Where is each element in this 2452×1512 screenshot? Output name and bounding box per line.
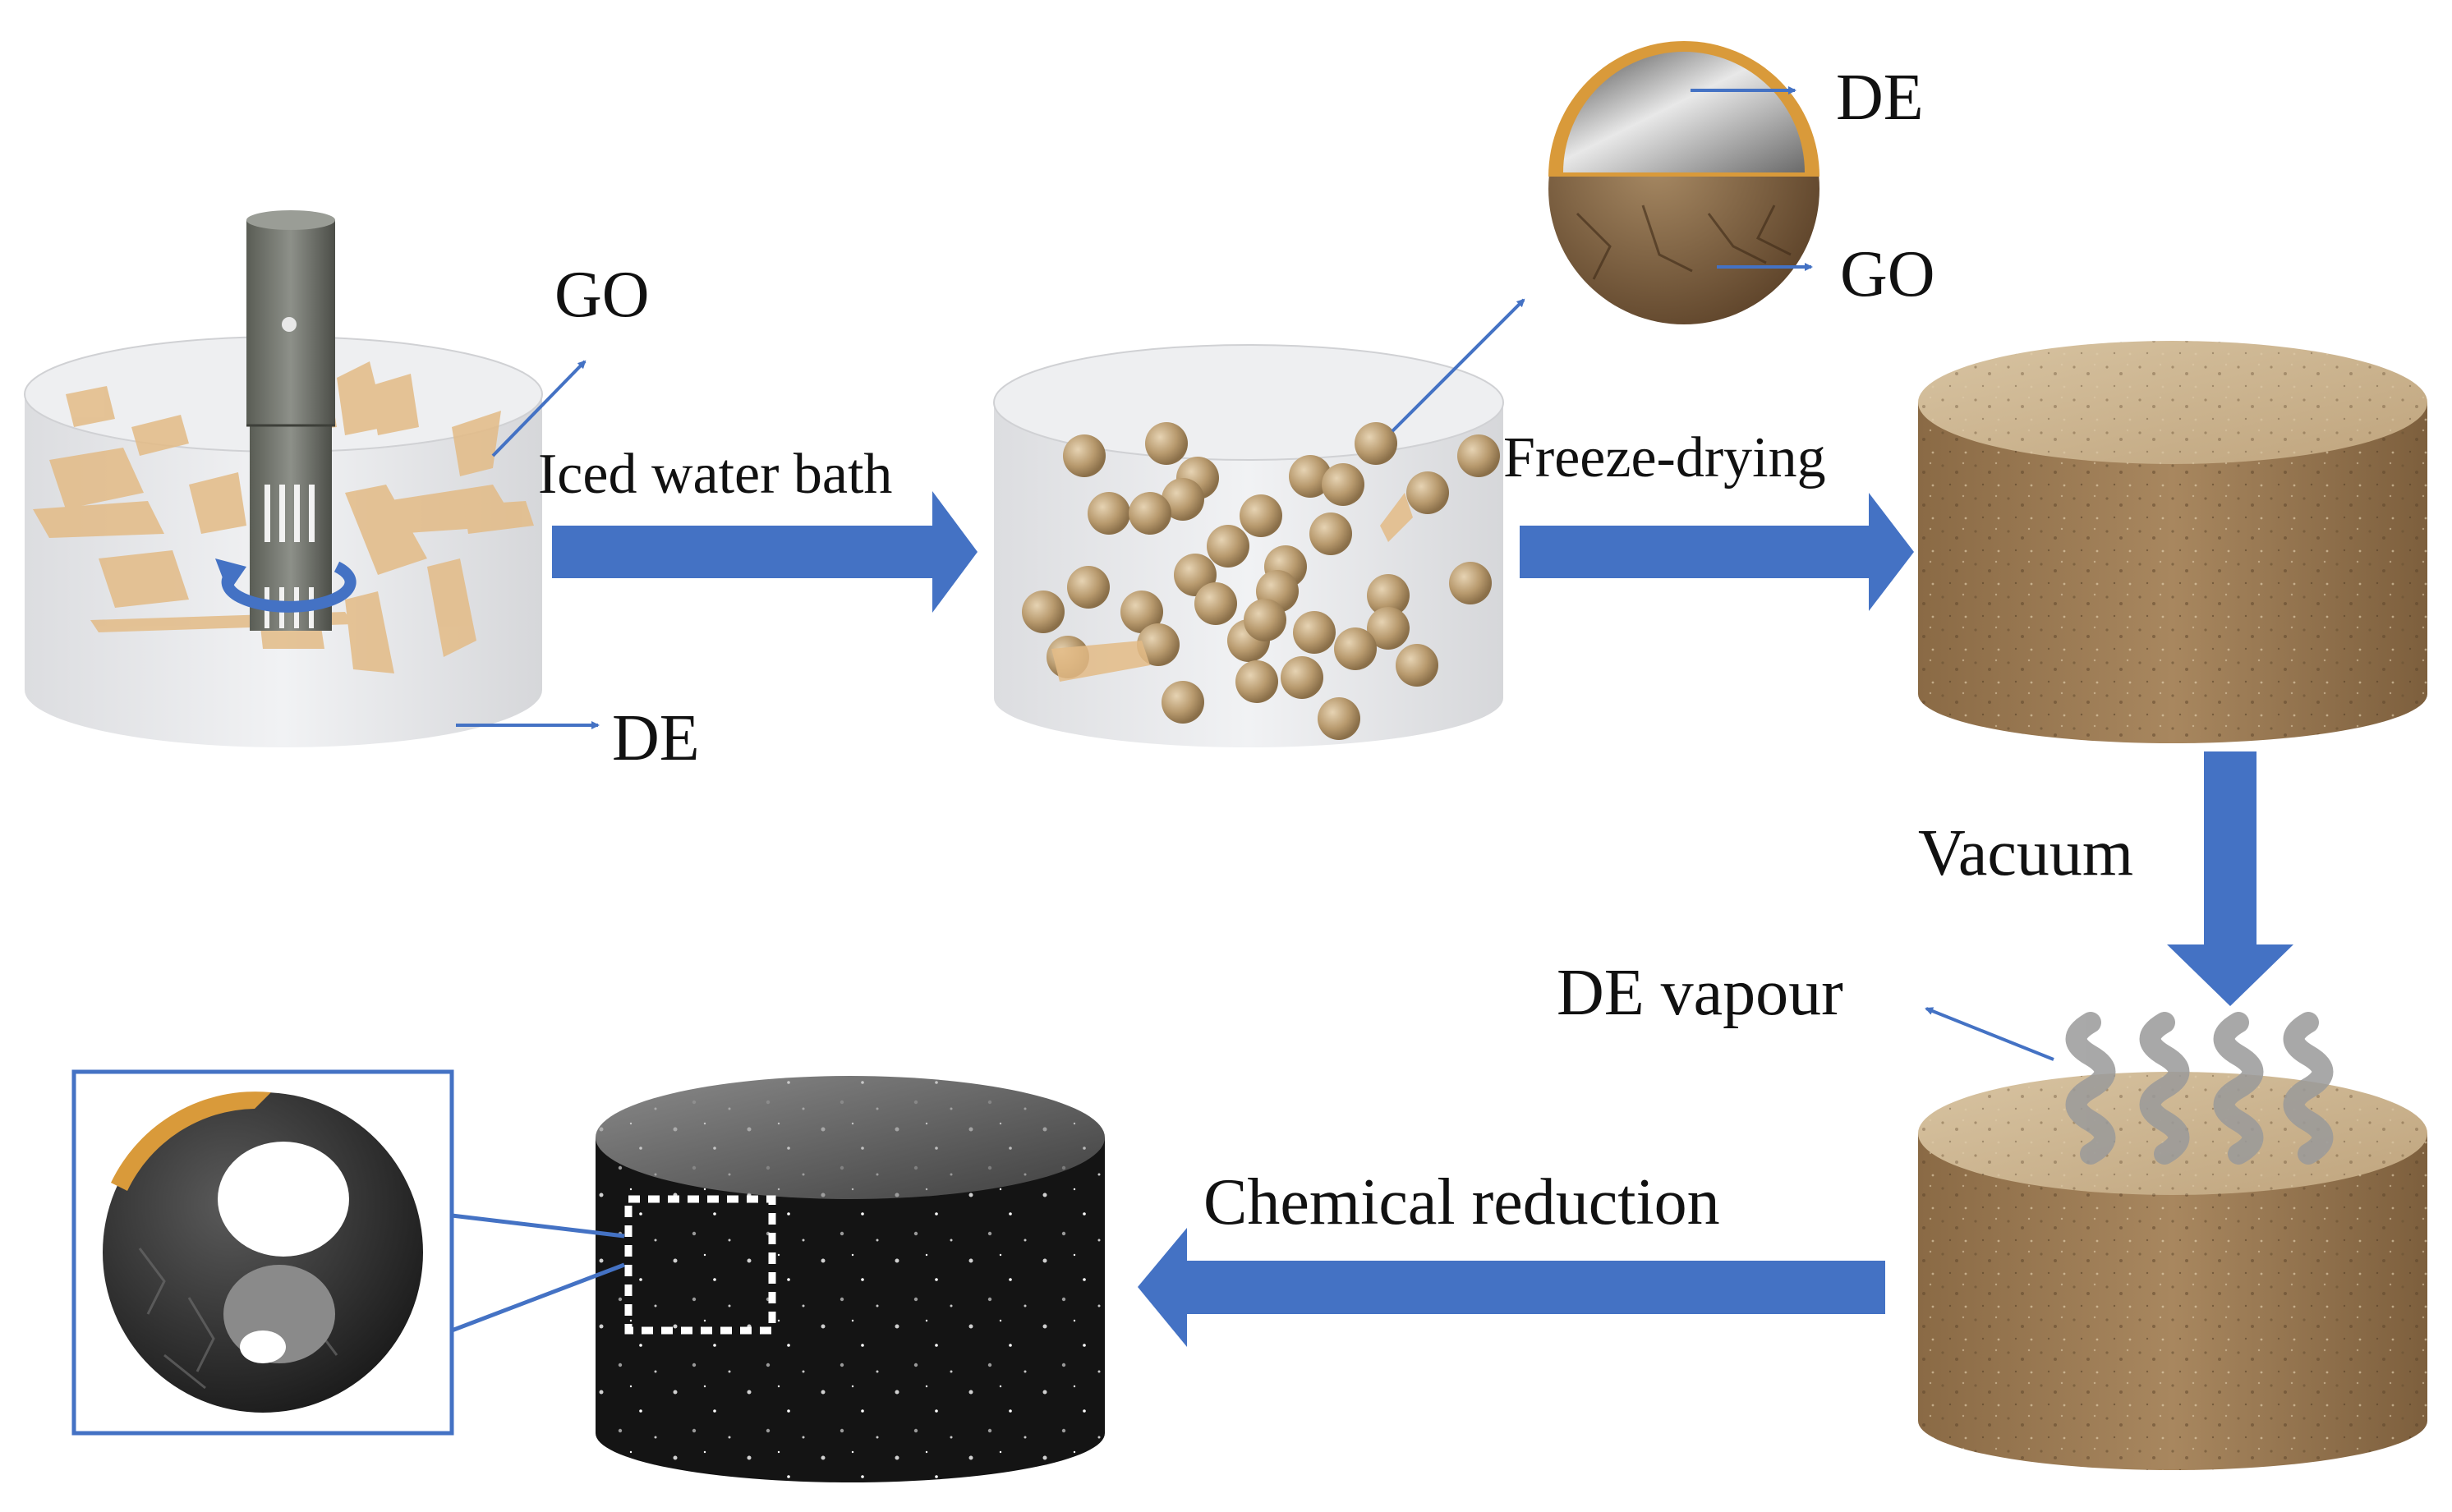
label-vacuum: Vacuum: [1918, 817, 2133, 889]
beaker-go-dispersion: GO DE: [24, 210, 700, 774]
label-de-vapour: DE vapour: [1557, 957, 1843, 1029]
arrow-freeze-drying: Freeze-drying: [1503, 426, 1914, 611]
rotation-arrow-icon: [215, 558, 357, 613]
label-chemical-reduction: Chemical reduction: [1203, 1166, 1720, 1239]
arrow-iced-water-bath: Iced water bath: [538, 443, 978, 613]
vapour-wave-icon: [2065, 1012, 2334, 1165]
beaker-emulsion: [993, 298, 1525, 747]
sphere-opening-upper: [218, 1142, 349, 1257]
inset-hollow-sphere: [71, 1069, 625, 1436]
sphere-opening-lower: [240, 1330, 286, 1363]
label-de: DE: [612, 702, 700, 774]
zoom-region-box: [624, 1195, 776, 1335]
label-iced-water-bath: Iced water bath: [538, 443, 892, 506]
go-pointer-line: [491, 360, 587, 457]
label-freeze-drying: Freeze-drying: [1503, 426, 1826, 489]
label-sphere-go: GO: [1840, 238, 1935, 310]
arrow-chemical-reduction: Chemical reduction: [1138, 1166, 1885, 1347]
emulsion-droplets: [1022, 422, 1500, 740]
reduced-aerogel-cylinder: [596, 1076, 1105, 1482]
droplet-zoom-sphere: DE GO: [1548, 41, 1935, 324]
label-sphere-de: DE: [1836, 62, 1924, 134]
homogenizer-probe-icon: [246, 210, 335, 631]
sponge-vacuum-cylinder: DE vapour: [1557, 957, 2427, 1470]
frozen-sponge-cylinder: [1918, 341, 2427, 743]
label-go: GO: [554, 259, 650, 331]
droplet-zoom-pointer: [1391, 298, 1525, 433]
arrow-vacuum: Vacuum: [1918, 751, 2293, 1006]
vapour-pointer-line: [1925, 1007, 2054, 1061]
